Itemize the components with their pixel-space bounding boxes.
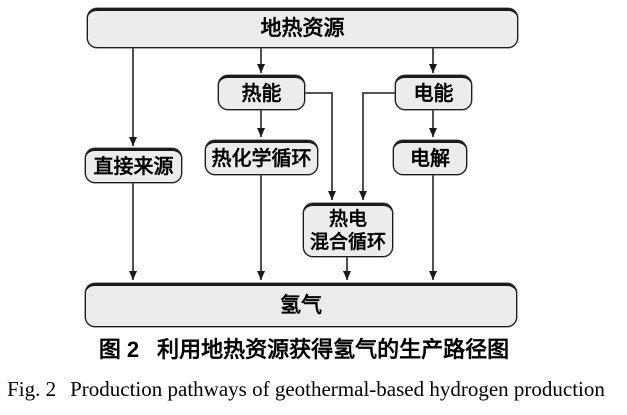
caption-english: Fig. 2 Production pathways of geothermal-… [0,376,612,402]
caption-chinese: 图 2 利用地热资源获得氢气的生产路径图 [0,336,608,364]
node-direct-source: 直接来源 [85,148,182,183]
node-thermoelectric-hybrid-cycle: 热电 混合循环 [303,203,393,257]
caption-english-text: Production pathways of geothermal-based … [70,377,605,401]
caption-chinese-text: 利用地热资源获得氢气的生产路径图 [157,337,510,362]
node-electrolysis: 电解 [393,140,467,175]
node-thermal-energy: 热能 [218,75,305,110]
caption-chinese-fig-number: 图 2 [98,337,140,362]
edge-thermal-hybrid [304,92,336,200]
node-geothermal-resources: 地热资源 [87,8,518,48]
connector-arrows-layer [129,48,437,280]
node-hydrogen-gas: 氢气 [85,283,517,327]
edge-electric-hybrid [359,92,396,200]
node-thermochemical-cycle: 热化学循环 [205,140,318,175]
node-electric-energy: 电能 [395,75,472,110]
caption-english-fig-number: Fig. 2 [7,377,57,401]
flowchart-diagram: 地热资源 热能 电能 直接来源 热化学循环 电解 热电 混合循环 氢气 [85,8,518,327]
